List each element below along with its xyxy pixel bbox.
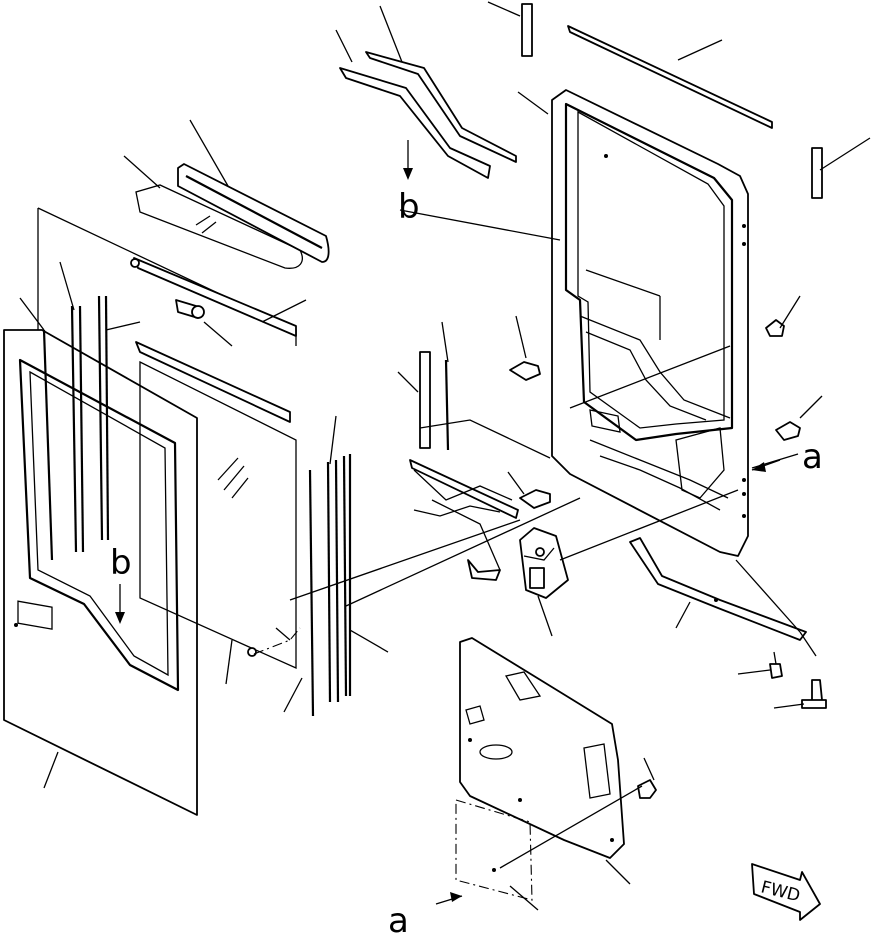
door-outer-panel: [3, 329, 198, 816]
vertical-seal-strips: [308, 454, 352, 717]
door-lock-assembly: [519, 527, 569, 599]
header-weatherstrip: [521, 3, 823, 199]
bolts: [509, 319, 827, 799]
window-regulator: [409, 459, 519, 581]
fwd-indicator: FWD: [751, 863, 821, 921]
leader-lines: [19, 1, 871, 911]
inner-door-frame: [551, 89, 749, 557]
lower-bracket: [629, 537, 807, 641]
label-b-upper: b: [398, 187, 420, 227]
top-weatherstrips: [339, 51, 517, 180]
label-a-right: a: [802, 437, 823, 477]
guide-rail: [130, 257, 297, 337]
inner-trim-panel: [459, 637, 625, 859]
main-sliding-glass: [135, 341, 297, 670]
assembly-lines: [253, 209, 817, 869]
label-a-bottom: a: [388, 901, 409, 935]
upper-glass-and-channel: [135, 163, 330, 269]
reference-arrows: [115, 459, 781, 905]
window-channel-strips: [42, 295, 110, 561]
label-b-lower: b: [110, 543, 132, 583]
centre-strips: [419, 351, 551, 459]
inner-board: [455, 799, 533, 901]
